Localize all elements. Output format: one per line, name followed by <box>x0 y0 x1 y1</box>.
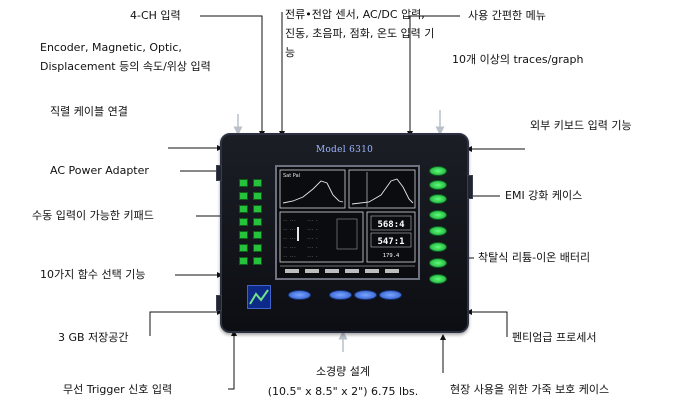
label-traces: 10개 이상의 traces/graph <box>452 53 584 66</box>
keypad-key[interactable] <box>239 179 248 187</box>
svg-text:--- -: --- - <box>307 254 318 258</box>
keypad-key[interactable] <box>239 192 248 200</box>
menu-button-1[interactable] <box>429 166 447 176</box>
keypad-key[interactable] <box>239 218 248 226</box>
label-menu: 사용 간편한 메뉴 <box>468 9 546 22</box>
menu-button-6[interactable] <box>429 242 447 252</box>
label-keyboard: 외부 키보드 입력 기능 <box>530 119 632 132</box>
model-label: Model 6310 <box>315 145 374 155</box>
svg-text:-- ---: -- --- <box>283 227 296 231</box>
keypad-key[interactable] <box>253 179 262 187</box>
left-connector <box>216 165 222 181</box>
function-button-3[interactable] <box>354 290 377 300</box>
menu-button-2[interactable] <box>429 180 447 190</box>
right-connector <box>467 175 473 199</box>
svg-text:-- ---: -- --- <box>283 245 296 249</box>
label-keypad: 수동 입력이 가능한 키패드 <box>32 209 154 222</box>
svg-text:-- ---: -- --- <box>283 218 296 222</box>
label-cpu: 펜티엄급 프로세서 <box>512 331 597 344</box>
svg-text:--- -: --- - <box>307 227 318 231</box>
label-case: 현장 사용을 위한 가죽 보호 케이스 <box>450 383 610 396</box>
svg-text:--- -: --- - <box>307 218 318 222</box>
label-compact: 소경량 설계 <box>315 365 371 378</box>
svg-text:--- -: --- - <box>307 236 318 240</box>
menu-button-5[interactable] <box>429 226 447 236</box>
svg-text:-- ---: -- --- <box>283 236 296 240</box>
brand-logo <box>247 285 271 309</box>
keypad-key[interactable] <box>253 231 262 239</box>
device-body: Model 6310 Sat Pal -- - <box>216 133 473 333</box>
menu-button-4[interactable] <box>429 210 447 220</box>
keypad-key[interactable] <box>253 205 262 213</box>
keypad-key[interactable] <box>253 218 262 226</box>
label-storage: 3 GB 저장공간 <box>58 331 129 344</box>
keypad-key[interactable] <box>253 244 262 252</box>
readout-1: 568:4 <box>377 220 405 230</box>
logo-icon <box>249 289 269 305</box>
function-button-2[interactable] <box>329 290 352 300</box>
label-trigger: 무선 Trigger 신호 입력 <box>63 383 173 396</box>
screen-graphics: Sat Pal -- --- --- - -- --- --- - -- --- --… <box>277 167 418 278</box>
menu-button-8[interactable] <box>429 274 447 284</box>
function-button-4[interactable] <box>379 290 402 300</box>
keypad-key[interactable] <box>253 192 262 200</box>
label-encoder: Encoder, Magnetic, Optic, Displacement 등… <box>40 41 211 73</box>
label-4ch: 4-CH 입력 <box>130 9 181 22</box>
menu-button-3[interactable] <box>429 194 447 204</box>
keypad-key[interactable] <box>239 244 248 252</box>
keypad-key[interactable] <box>239 257 248 265</box>
display-screen: Sat Pal -- --- --- - -- --- --- - -- --- --… <box>275 165 420 280</box>
label-serial: 직렬 케이블 연결 <box>50 105 128 118</box>
svg-text:-- ---: -- --- <box>283 254 296 258</box>
label-sensors: 전류•전압 센서, AC/DC 압력, 진동, 초음파, 점화, 온도 입력 기… <box>285 8 435 59</box>
keypad-key[interactable] <box>253 257 262 265</box>
keypad-key[interactable] <box>239 205 248 213</box>
keypad-key[interactable] <box>239 231 248 239</box>
label-emi: EMI 강화 케이스 <box>505 189 583 202</box>
label-ac: AC Power Adapter <box>50 164 149 177</box>
label-functions: 10가지 함수 선택 기능 <box>40 268 146 281</box>
screen-title: Sat Pal <box>283 173 300 179</box>
label-dims: (10.5" x 8.5" x 2") 6.75 lbs. <box>267 385 419 398</box>
left-connector-lower <box>216 295 222 311</box>
label-battery: 착탈식 리튬-이온 배터리 <box>478 251 591 264</box>
menu-button-7[interactable] <box>429 258 447 268</box>
keypad <box>239 179 269 279</box>
readout-3: 179.4 <box>383 253 400 259</box>
svg-text:--- -: --- - <box>307 245 318 249</box>
readout-2: 547:1 <box>377 237 404 247</box>
function-button-1[interactable] <box>288 290 311 300</box>
